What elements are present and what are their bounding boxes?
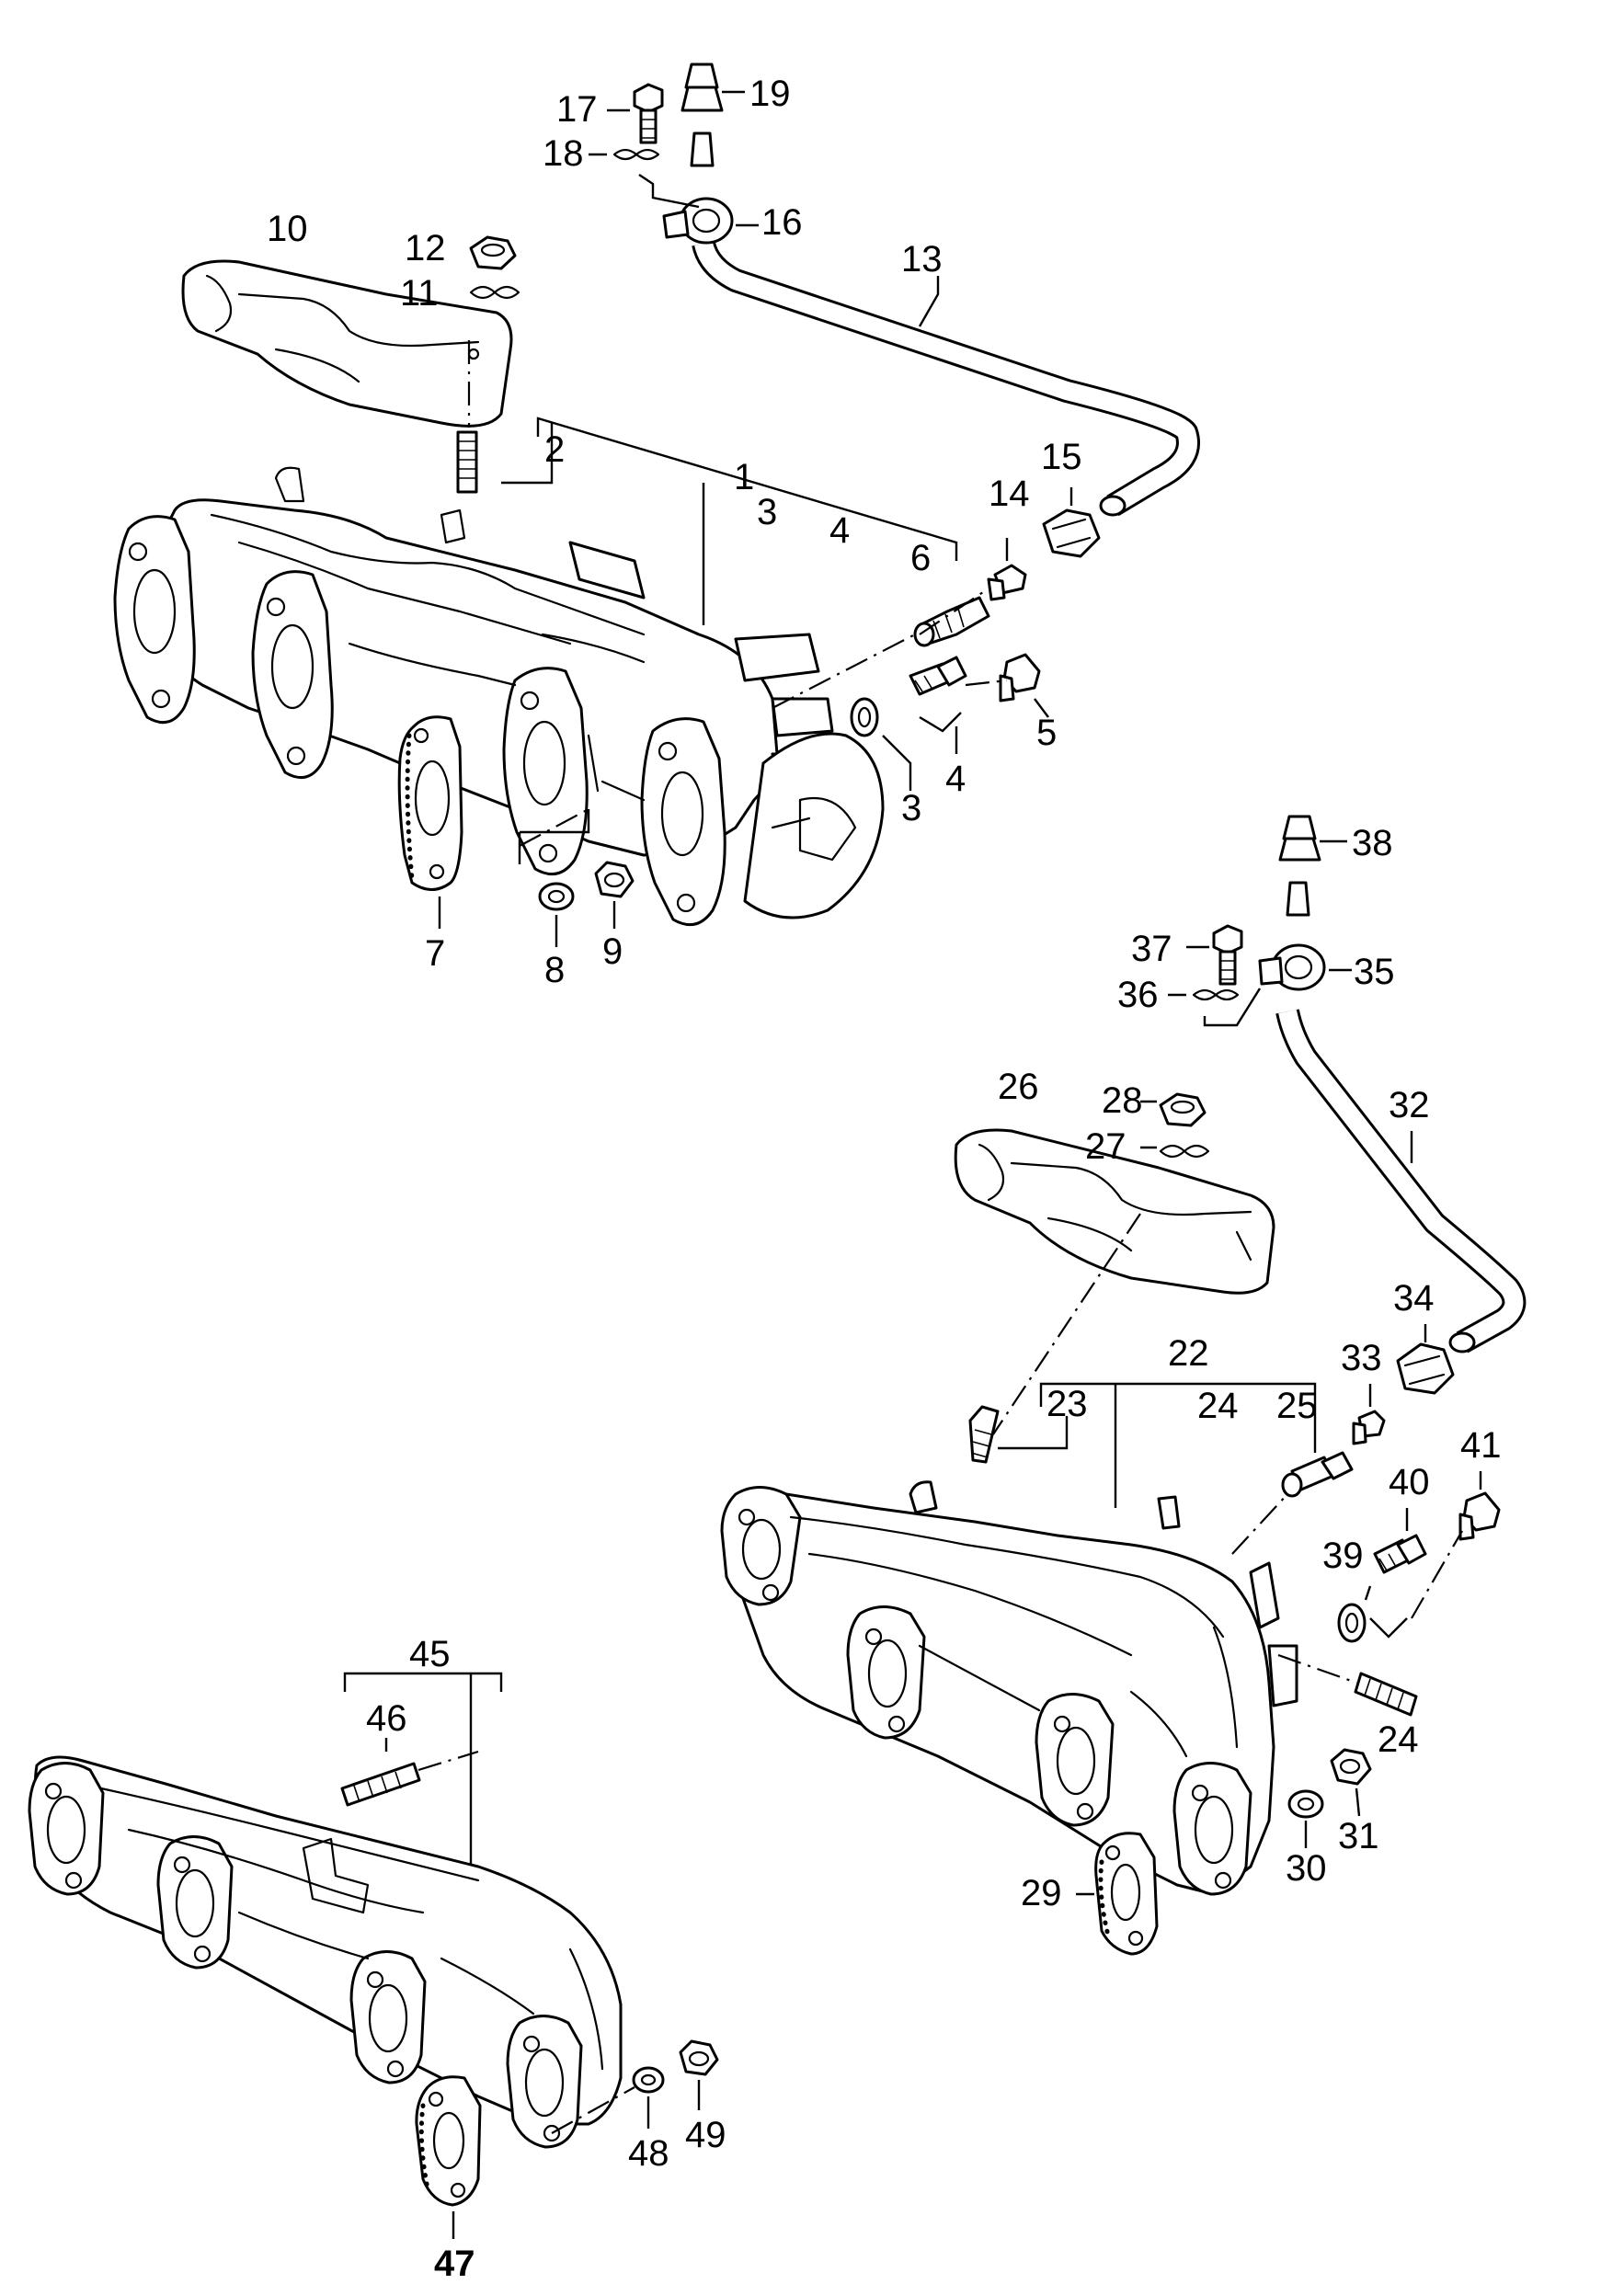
label-36: 36	[1117, 975, 1159, 1015]
label-19: 19	[749, 74, 791, 114]
label-49: 49	[685, 2115, 726, 2155]
label-13: 13	[901, 239, 943, 280]
fitting-40	[1373, 1534, 1427, 1574]
bolt-17	[633, 83, 664, 144]
clamp-35	[1258, 943, 1326, 991]
label-24-lower: 24	[1378, 1719, 1419, 1760]
gasket-29	[1094, 1832, 1159, 1956]
nut-15	[1042, 508, 1101, 558]
stud-46	[340, 1762, 421, 1807]
hose-13	[692, 240, 1200, 517]
label-14: 14	[989, 474, 1030, 514]
label-5: 5	[1036, 713, 1057, 753]
label-29: 29	[1021, 1873, 1062, 1913]
sensor-6	[913, 596, 990, 647]
label-47: 47	[434, 2244, 475, 2284]
washer-3	[850, 697, 879, 737]
label-6: 6	[910, 538, 931, 578]
label-4-top: 4	[829, 510, 850, 551]
washer-11	[469, 285, 520, 300]
stud-24	[1354, 1672, 1418, 1717]
nut-31	[1330, 1748, 1372, 1786]
label-35: 35	[1354, 952, 1395, 992]
label-1: 1	[734, 457, 754, 497]
exhaust-manifold-22	[720, 1480, 1298, 1896]
label-26: 26	[998, 1067, 1039, 1107]
heat-shield-10	[181, 259, 513, 428]
washer-18	[612, 148, 660, 161]
label-18: 18	[543, 133, 584, 174]
label-22: 22	[1168, 1333, 1209, 1374]
plug-5	[999, 653, 1041, 702]
label-46: 46	[366, 1698, 407, 1739]
nut-34	[1396, 1342, 1455, 1395]
label-24-top: 24	[1197, 1386, 1239, 1426]
washer-8	[538, 882, 575, 911]
part-labels: 1 2 3 4 6 14 15 4 5 3 7 8 9 10 11 12 13 …	[267, 74, 1502, 2284]
label-7: 7	[425, 933, 445, 974]
label-28: 28	[1102, 1080, 1143, 1121]
label-34: 34	[1393, 1278, 1435, 1319]
washer-39	[1337, 1603, 1367, 1643]
label-4-lower: 4	[945, 759, 966, 799]
stud-23	[968, 1405, 1000, 1464]
nut-28	[1159, 1092, 1207, 1127]
label-17: 17	[556, 89, 598, 130]
label-10: 10	[267, 209, 308, 249]
label-30: 30	[1286, 1848, 1327, 1889]
washer-27	[1159, 1144, 1210, 1159]
label-3-top: 3	[757, 492, 777, 532]
exhaust-manifold-1	[113, 466, 885, 927]
label-16: 16	[761, 202, 803, 243]
washer-30	[1287, 1789, 1324, 1819]
nut-49	[679, 2039, 719, 2076]
gasket-7	[397, 715, 463, 891]
label-25: 25	[1276, 1386, 1318, 1426]
label-15: 15	[1041, 437, 1082, 477]
gasket-47	[415, 2075, 482, 2207]
label-48: 48	[628, 2133, 669, 2174]
label-40: 40	[1389, 1462, 1430, 1502]
label-12: 12	[405, 228, 446, 268]
nut-12	[469, 235, 517, 270]
connector-19	[680, 63, 724, 167]
stud-2	[456, 430, 478, 494]
clamp-16	[662, 197, 734, 245]
label-8: 8	[544, 950, 565, 990]
heat-shield-26	[954, 1128, 1275, 1295]
label-41: 41	[1460, 1425, 1502, 1466]
washer-48	[632, 2066, 665, 2094]
plug-41	[1458, 1491, 1501, 1541]
label-37: 37	[1131, 929, 1172, 969]
fitting-4	[909, 656, 967, 696]
washer-36	[1192, 988, 1240, 1001]
fitting-33	[1352, 1410, 1386, 1445]
label-11: 11	[400, 273, 439, 314]
label-39: 39	[1322, 1536, 1364, 1576]
bolt-37	[1212, 924, 1243, 986]
label-38: 38	[1352, 823, 1393, 863]
label-33: 33	[1341, 1338, 1382, 1378]
nut-9	[594, 861, 635, 898]
label-32: 32	[1389, 1085, 1430, 1125]
label-45: 45	[409, 1634, 451, 1674]
exhaust-manifold-45	[28, 1755, 623, 2149]
label-9: 9	[602, 931, 623, 972]
label-3-lower: 3	[901, 788, 921, 828]
connector-38	[1278, 815, 1321, 917]
label-27: 27	[1085, 1126, 1127, 1167]
label-2: 2	[544, 429, 565, 470]
label-23: 23	[1046, 1384, 1088, 1424]
fitting-25	[1281, 1451, 1354, 1498]
fitting-14	[987, 564, 1027, 601]
label-31: 31	[1338, 1816, 1379, 1856]
hose-32	[1275, 1009, 1527, 1353]
